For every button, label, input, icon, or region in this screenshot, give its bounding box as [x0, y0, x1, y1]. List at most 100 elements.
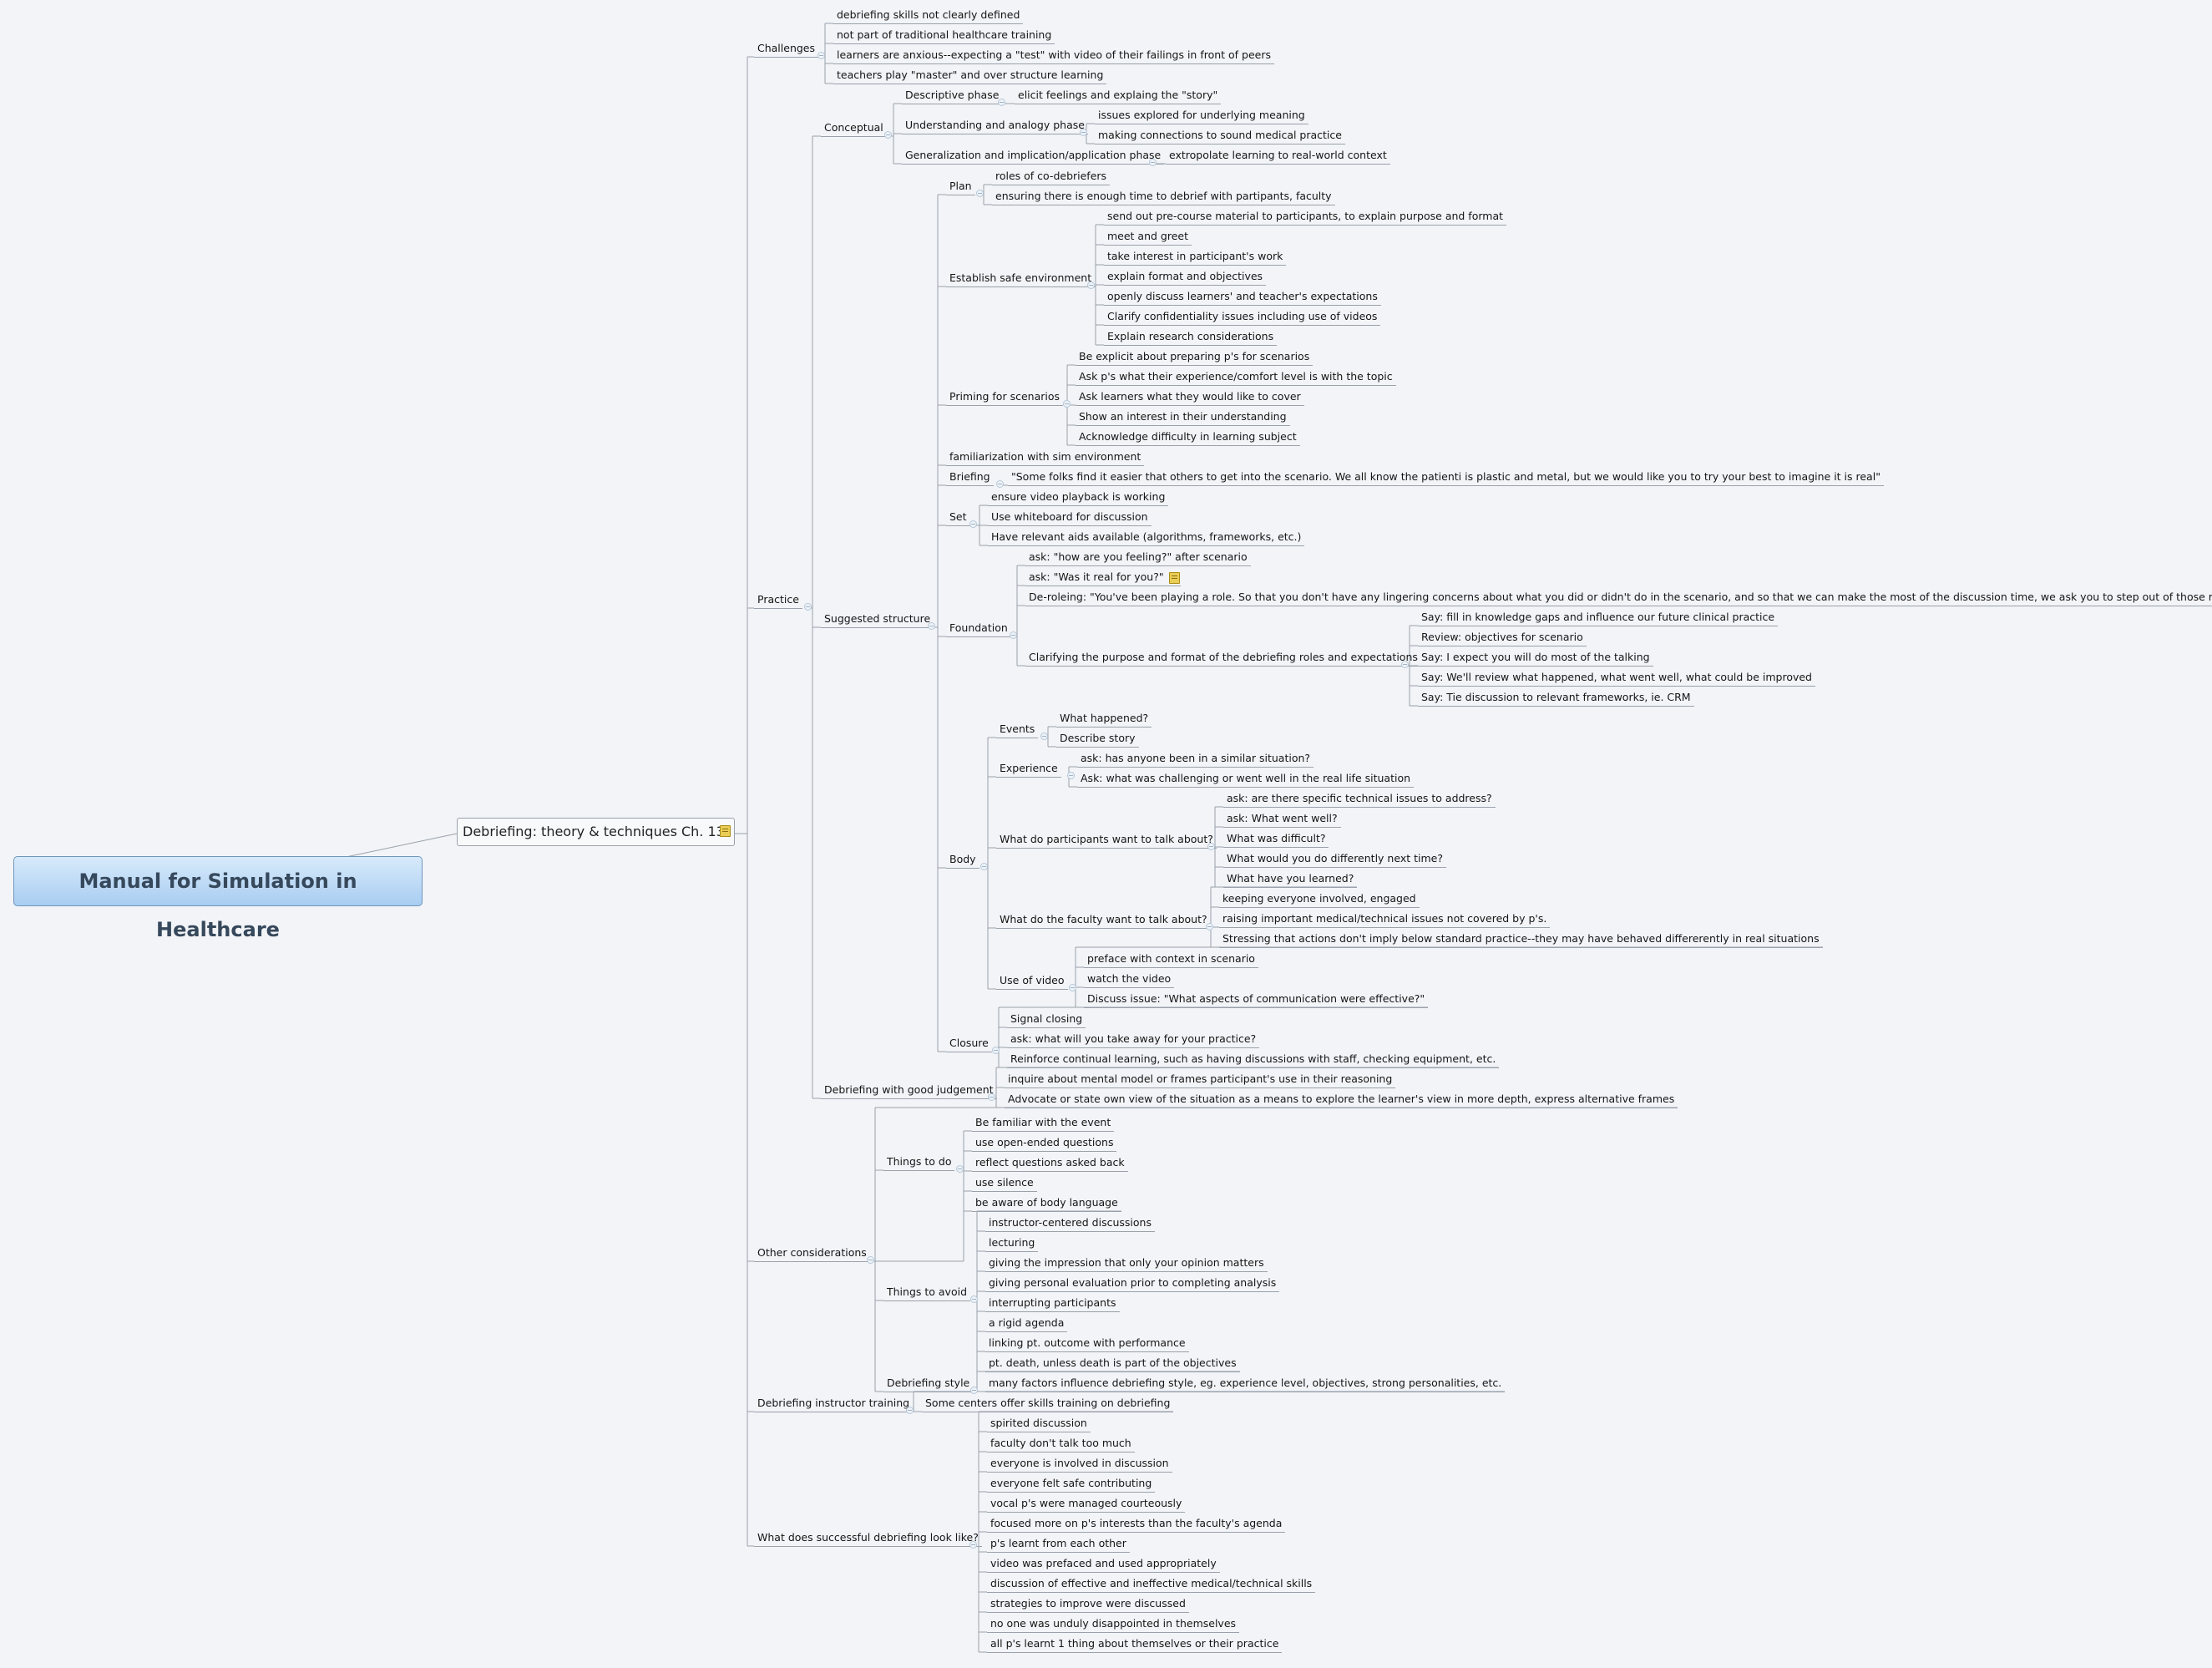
topic[interactable]: Review: objectives for scenario — [1418, 631, 1587, 646]
collapse-toggle-icon[interactable]: − — [988, 1093, 995, 1101]
topic[interactable]: inquire about mental model or frames par… — [1005, 1072, 1396, 1088]
topic[interactable]: Conceptual — [821, 121, 887, 137]
topic[interactable]: video was prefaced and used appropriatel… — [987, 1557, 1220, 1573]
collapse-toggle-icon[interactable]: − — [996, 480, 1004, 488]
topic[interactable]: openly discuss learners' and teacher's e… — [1104, 290, 1381, 306]
topic[interactable]: teachers play "master" and over structur… — [833, 68, 1107, 84]
note-icon[interactable] — [720, 825, 731, 837]
topic[interactable]: keeping everyone involved, engaged — [1219, 892, 1420, 908]
topic[interactable]: take interest in participant's work — [1104, 250, 1287, 266]
topic[interactable]: issues explored for underlying meaning — [1095, 109, 1308, 124]
topic[interactable]: Plan — [946, 180, 975, 195]
topic[interactable]: elicit feelings and explaing the "story" — [1015, 89, 1222, 104]
topic[interactable]: "Some folks find it easier that others t… — [1008, 470, 1884, 486]
collapse-toggle-icon[interactable]: − — [1206, 923, 1213, 930]
topic[interactable]: ask: has anyone been in a similar situat… — [1077, 752, 1314, 768]
topic[interactable]: Signal closing — [1007, 1012, 1086, 1028]
collapse-toggle-icon[interactable]: − — [969, 520, 977, 528]
topic[interactable]: extropolate learning to real-world conte… — [1166, 149, 1390, 165]
topic[interactable]: Experience — [996, 762, 1061, 778]
topic[interactable]: Show an interest in their understanding — [1076, 410, 1290, 426]
topic[interactable]: Generalization and implication/applicati… — [902, 149, 1165, 165]
collapse-toggle-icon[interactable]: − — [992, 1047, 1000, 1054]
topic[interactable]: Things to avoid — [883, 1285, 971, 1301]
topic[interactable]: raising important medical/technical issu… — [1219, 912, 1551, 928]
topic[interactable]: Understanding and analogy phase — [902, 119, 1088, 134]
collapse-toggle-icon[interactable]: − — [1069, 984, 1076, 991]
topic[interactable]: What does successful debriefing look lik… — [754, 1531, 982, 1547]
topic[interactable]: pt. death, unless death is part of the o… — [985, 1356, 1240, 1372]
collapse-toggle-icon[interactable]: − — [817, 52, 825, 59]
topic[interactable]: Other considerations — [754, 1246, 870, 1262]
topic[interactable]: a rigid agenda — [985, 1316, 1068, 1332]
topic[interactable]: What have you learned? — [1223, 872, 1358, 888]
topic[interactable]: Acknowledge difficulty in learning subje… — [1076, 430, 1300, 446]
topic[interactable]: What do the faculty want to talk about? — [996, 913, 1211, 929]
topic[interactable]: Ask p's what their experience/comfort le… — [1076, 370, 1396, 386]
topic[interactable]: roles of co-debriefers — [992, 170, 1111, 185]
collapse-toggle-icon[interactable]: − — [1067, 772, 1075, 779]
collapse-toggle-icon[interactable]: − — [884, 131, 892, 139]
topic[interactable]: Ask learners what they would like to cov… — [1076, 390, 1304, 406]
topic[interactable]: watch the video — [1084, 972, 1175, 988]
topic[interactable]: Reinforce continual learning, such as ha… — [1007, 1052, 1500, 1068]
topic[interactable]: Foundation — [946, 621, 1011, 637]
collapse-toggle-icon[interactable]: − — [956, 1165, 964, 1173]
topic[interactable]: ensuring there is enough time to debrief… — [992, 190, 1335, 205]
collapse-toggle-icon[interactable]: − — [928, 622, 935, 630]
topic[interactable]: instructor-centered discussions — [985, 1216, 1155, 1232]
topic[interactable]: meet and greet — [1104, 230, 1192, 246]
topic[interactable]: ask: what will you take away for your pr… — [1007, 1032, 1260, 1048]
topic[interactable]: Use whiteboard for discussion — [988, 510, 1152, 526]
collapse-toggle-icon[interactable]: − — [1080, 129, 1087, 136]
topic[interactable]: Use of video — [996, 974, 1068, 990]
topic[interactable]: familiarization with sim environment — [946, 450, 1145, 466]
topic[interactable]: Advocate or state own view of the situat… — [1005, 1093, 1678, 1108]
topic[interactable]: strategies to improve were discussed — [987, 1597, 1189, 1613]
topic[interactable]: Clarifying the purpose and format of the… — [1025, 651, 1421, 667]
topic[interactable]: Challenges — [754, 42, 819, 58]
topic[interactable]: Say: We'll review what happened, what we… — [1418, 671, 1815, 687]
collapse-toggle-icon[interactable]: − — [867, 1256, 874, 1264]
topic[interactable]: Be familiar with the event — [972, 1116, 1115, 1132]
topic[interactable]: not part of traditional healthcare train… — [833, 28, 1055, 44]
topic[interactable]: Events — [996, 722, 1039, 738]
topic[interactable]: Describe story — [1056, 732, 1139, 748]
topic[interactable]: What would you do differently next time? — [1223, 852, 1446, 868]
topic[interactable]: ask: What went well? — [1223, 812, 1341, 828]
collapse-toggle-icon[interactable]: − — [1207, 843, 1215, 850]
collapse-toggle-icon[interactable]: − — [1040, 733, 1048, 740]
topic[interactable]: use open-ended questions — [972, 1136, 1117, 1152]
topic[interactable]: What happened? — [1056, 712, 1152, 728]
topic[interactable]: p's learnt from each other — [987, 1537, 1130, 1553]
topic[interactable]: reflect questions asked back — [972, 1156, 1128, 1172]
topic[interactable]: Descriptive phase — [902, 89, 1003, 104]
topic[interactable]: be aware of body language — [972, 1196, 1121, 1212]
topic[interactable]: no one was unduly disappointed in themse… — [987, 1617, 1240, 1633]
topic[interactable]: linking pt. outcome with performance — [985, 1336, 1189, 1352]
topic[interactable]: preface with context in scenario — [1084, 952, 1258, 968]
topic[interactable]: interrupting participants — [985, 1296, 1120, 1312]
collapse-toggle-icon[interactable]: − — [970, 1387, 978, 1394]
topic[interactable]: faculty don't talk too much — [987, 1437, 1135, 1453]
topic[interactable]: debriefing skills not clearly defined — [833, 8, 1024, 24]
collapse-toggle-icon[interactable]: − — [1010, 631, 1017, 639]
collapse-toggle-icon[interactable]: − — [980, 863, 988, 870]
collapse-toggle-icon[interactable]: − — [1063, 400, 1071, 408]
topic[interactable]: ensure video playback is working — [988, 490, 1169, 506]
topic[interactable]: Say: fill in knowledge gaps and influenc… — [1418, 611, 1779, 626]
collapse-toggle-icon[interactable]: − — [906, 1407, 914, 1414]
topic[interactable]: Say: Tie discussion to relevant framewor… — [1418, 691, 1694, 707]
topic[interactable]: giving the impression that only your opi… — [985, 1256, 1268, 1272]
topic[interactable]: Stressing that actions don't imply below… — [1219, 932, 1823, 948]
topic[interactable]: Discuss issue: "What aspects of communic… — [1084, 992, 1429, 1008]
topic[interactable]: What do participants want to talk about? — [996, 833, 1217, 849]
topic[interactable]: making connections to sound medical prac… — [1095, 129, 1345, 144]
topic[interactable]: lecturing — [985, 1236, 1039, 1252]
topic[interactable]: Priming for scenarios — [946, 390, 1064, 406]
topic[interactable]: Practice — [754, 593, 802, 609]
topic[interactable]: Debriefing with good judgement — [821, 1083, 997, 1099]
topic[interactable]: Closure — [946, 1037, 992, 1052]
topic[interactable]: send out pre-course material to particip… — [1104, 210, 1507, 226]
topic[interactable]: Set — [946, 510, 970, 526]
